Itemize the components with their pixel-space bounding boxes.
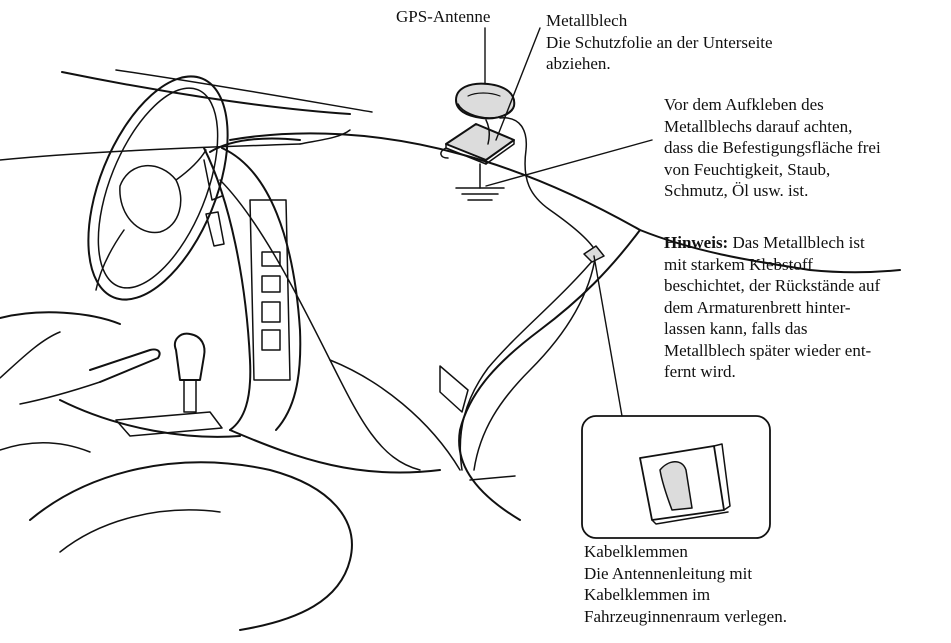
gps-antenna-label-text: GPS-Antenne	[396, 7, 491, 26]
gear-lever	[174, 332, 206, 413]
cable-clips-label: Kabelklemmen Die Antennenleitung mit Kab…	[584, 541, 787, 627]
note-first-line: Hinweis: Das Metallblech ist	[664, 232, 880, 254]
cable-clip-on-dash	[583, 245, 605, 263]
antenna-cable	[440, 117, 597, 471]
metal-plate-line-2: abziehen.	[546, 54, 611, 73]
metal-plate	[445, 123, 515, 165]
note-line-2: mit starkem Klebstoff	[664, 254, 813, 274]
steering-wheel	[87, 75, 229, 301]
center-console	[115, 147, 302, 437]
surface-prep-line-3: dass die Befestigungsfläche frei	[664, 138, 881, 157]
gps-antenna-puck	[455, 82, 516, 120]
cable-clip-detail-inset	[581, 415, 771, 539]
note-block: Hinweis: Das Metallblech ist mit starkem…	[664, 232, 880, 383]
note-heading: Hinweis:	[664, 233, 729, 252]
mounting-surface-marker	[455, 163, 505, 201]
surface-prep-text: Vor dem Aufkleben des Metallblechs darau…	[664, 94, 881, 202]
gps-antenna-label: GPS-Antenne	[396, 6, 490, 28]
cable-clips-line-1: Die Antennenleitung mit	[584, 563, 753, 583]
metal-plate-title: Metallblech	[546, 11, 628, 30]
cable-clips-line-2: Kabelklemmen im	[584, 585, 711, 604]
parking-brake	[19, 348, 161, 405]
seats	[0, 311, 353, 631]
surface-prep-line-2: Metallblechs darauf achten,	[664, 116, 853, 136]
metal-plate-label: Metallblech Die Schutzfolie an der Unter…	[546, 10, 773, 75]
surface-prep-line-5: Schmutz, Öl usw. ist.	[664, 181, 809, 200]
dashboard	[59, 132, 901, 521]
note-line-7: fernt wird.	[664, 362, 736, 381]
surface-prep-line-4: von Feuchtigkeit, Staub,	[664, 159, 831, 179]
leader-lines	[484, 27, 653, 417]
cable-clips-title: Kabelklemmen	[584, 542, 688, 561]
surface-prep-line-1: Vor dem Aufkleben des	[664, 95, 824, 114]
cable-clips-line-3: Fahrzeuginnenraum verlegen.	[584, 606, 787, 626]
note-line-5: lassen kann, falls das	[664, 319, 808, 338]
note-line-3: beschichtet, der Rückstände auf	[664, 276, 881, 295]
windshield-frame	[0, 69, 373, 161]
note-line-6: Metallblech später wieder ent-	[664, 340, 872, 360]
note-first-line-rest: Das Metallblech ist	[728, 233, 865, 252]
metal-plate-line-1: Die Schutzfolie an der Unterseite	[546, 32, 773, 52]
note-line-4: dem Armaturenbrett hinter-	[664, 297, 851, 317]
